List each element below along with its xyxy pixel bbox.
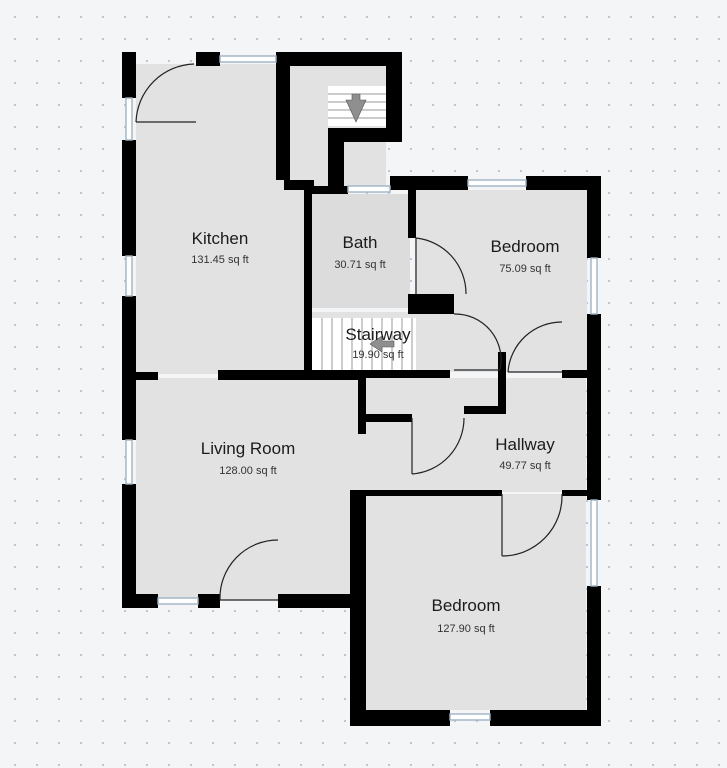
window-icon — [449, 713, 491, 721]
room-name: Stairway — [345, 325, 411, 344]
floor-hallway — [362, 378, 586, 492]
window-icon — [157, 597, 199, 605]
room-kitchen: Kitchen 131.45 sq ft — [191, 229, 249, 266]
room-area: 128.00 sq ft — [219, 465, 277, 477]
room-area: 30.71 sq ft — [334, 259, 385, 271]
room-stairway: Stairway 19.90 sq ft — [345, 325, 411, 361]
floor-bath — [312, 194, 410, 308]
room-living-room: Living Room 128.00 sq ft — [201, 439, 296, 477]
room-hallway: Hallway 49.77 sq ft — [495, 435, 555, 472]
room-area: 75.09 sq ft — [499, 263, 550, 275]
walls — [122, 52, 601, 726]
closet-stairs — [328, 86, 386, 126]
room-bath: Bath 30.71 sq ft — [334, 233, 385, 271]
floor-bedroom-2 — [362, 494, 586, 710]
room-area: 127.90 sq ft — [437, 623, 495, 635]
door-swing-icon — [507, 321, 563, 373]
door-swing-icon — [501, 493, 563, 557]
door-swing-icon — [411, 417, 465, 475]
window-icon — [590, 499, 598, 587]
room-bedroom-1: Bedroom 75.09 sq ft — [491, 237, 560, 275]
room-bedroom-2: Bedroom 127.90 sq ft — [432, 596, 501, 635]
window-icon — [467, 179, 527, 187]
room-name: Living Room — [201, 439, 296, 458]
door-swing-icon — [415, 237, 467, 295]
window-icon — [219, 55, 277, 63]
door-swing-icon — [219, 539, 279, 601]
room-area: 19.90 sq ft — [352, 349, 403, 361]
stairway-steps — [312, 318, 416, 370]
doors — [135, 63, 563, 601]
stair-down-arrow-icon — [345, 93, 367, 123]
floor-living-room — [136, 378, 362, 600]
window-icon — [125, 255, 133, 297]
room-name: Kitchen — [192, 229, 249, 248]
door-swing-icon — [135, 63, 196, 123]
room-name: Bedroom — [432, 596, 501, 615]
room-area: 131.45 sq ft — [191, 254, 249, 266]
window-icon — [347, 185, 391, 193]
door-swing-icon — [453, 313, 502, 371]
room-area: 49.77 sq ft — [499, 460, 550, 472]
windows — [125, 55, 598, 721]
room-name: Bedroom — [491, 237, 560, 256]
room-labels: Kitchen 131.45 sq ft Bath 30.71 sq ft Be… — [191, 229, 559, 635]
room-name: Bath — [343, 233, 378, 252]
stair-arrow-icon — [369, 335, 395, 353]
window-icon — [125, 97, 133, 141]
window-icon — [590, 257, 598, 315]
room-name: Hallway — [495, 435, 555, 454]
window-icon — [125, 439, 133, 485]
